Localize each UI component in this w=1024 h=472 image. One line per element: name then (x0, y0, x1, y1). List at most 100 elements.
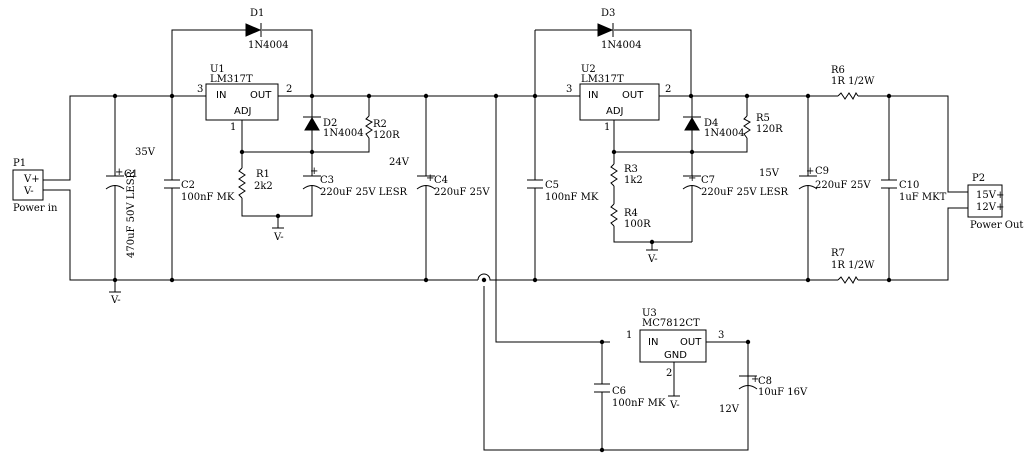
u2-pin-adj: 1 (604, 122, 610, 133)
junction (309, 93, 315, 99)
junction (275, 213, 281, 219)
ground-symbol-3: V- (646, 249, 658, 265)
regulator-u1: U1 LM317T IN OUT ADJ 3 2 1 (197, 64, 292, 133)
c4-plus: + (426, 173, 434, 184)
ground-symbol-4: V- (668, 395, 680, 411)
junctions (112, 93, 892, 453)
p2-ref: P2 (972, 173, 985, 184)
ground-label: V- (647, 254, 658, 265)
capacitor-c8: + C8 10uF 16V (738, 374, 808, 398)
r2-ref: R2 (373, 119, 387, 130)
junction (744, 93, 750, 99)
connector-p2: P2 15V+ 12V+ Power Out (967, 173, 1023, 231)
c7-value: 220uF 25V LESR (701, 187, 789, 198)
d3-value: 1N4004 (601, 40, 642, 51)
u1-adj-label: ADJ (234, 106, 252, 117)
diode-d2: D2 1N4004 (303, 116, 364, 139)
r3-ref: R3 (624, 164, 638, 175)
p1-pin-vminus: V- (23, 186, 34, 197)
r7-value: 1R 1/2W (831, 260, 875, 271)
r3-value: 1k2 (624, 175, 643, 186)
junction (611, 149, 617, 155)
capacitor-c3: + C3 220uF 25V LESR (302, 166, 408, 198)
c7-plus: + (688, 173, 696, 184)
u3-out-label: OUT (680, 337, 702, 348)
c10-ref: C10 (899, 180, 919, 191)
voltage-15v: 15V (759, 168, 780, 179)
capacitor-c4: + C4 220uF 25V (416, 173, 490, 198)
d3-diode-icon (597, 23, 614, 37)
c3-ref: C3 (320, 175, 334, 186)
d2-value: 1N4004 (323, 128, 364, 139)
junction (366, 93, 372, 99)
r4-value: 100R (624, 219, 651, 230)
diode-d3: D3 1N4004 (597, 8, 642, 51)
junction (169, 277, 175, 283)
c10-value: 1uF MKT (899, 192, 947, 203)
ground-label: V- (110, 295, 121, 306)
r5-resistor-icon (743, 115, 751, 139)
capacitor-c2: C2 100nF MK (164, 179, 235, 203)
u1-pin-in: 3 (197, 84, 203, 95)
d4-ref: D4 (704, 118, 718, 129)
r2-value: 120R (373, 130, 400, 141)
capacitor-c6: C6 100nF MK (594, 383, 666, 409)
r3-resistor-icon (610, 163, 618, 187)
junction (423, 277, 429, 283)
u1-in-label: IN (216, 90, 226, 101)
c9-ref: C9 (815, 166, 829, 177)
p2-pin-12v: 12V+ (976, 202, 1004, 213)
r1-ref: R1 (256, 169, 270, 180)
r6-ref: R6 (831, 65, 845, 76)
c2-value: 100nF MK (181, 192, 235, 203)
u3-gnd-label: GND (664, 350, 687, 361)
capacitor-c9: + C9 220uF 25V (798, 166, 871, 191)
c4-ref: C4 (434, 175, 448, 186)
regulator-u2: U2 LM317T IN OUT ADJ 3 2 1 (566, 64, 671, 133)
voltage-24v: 24V (389, 157, 410, 168)
c1-value: 470uF 50V LESR (126, 170, 137, 258)
resistor-r6: R6 1R 1/2W (831, 65, 875, 100)
ground-symbol-2: V- (272, 227, 284, 243)
ground-label: V- (669, 400, 680, 411)
diode-d1: D1 1N4004 (245, 8, 289, 51)
r7-resistor-icon (837, 276, 859, 284)
junction (112, 93, 118, 99)
c1-ref: C1 (124, 169, 138, 180)
r1-value: 2k2 (254, 181, 273, 192)
d1-ref: D1 (250, 8, 264, 19)
u3-ref: U3 (642, 308, 657, 319)
c9-value: 220uF 25V (815, 180, 871, 191)
diode-d4: D4 1N4004 (683, 116, 745, 139)
c5-value: 100nF MK (545, 192, 599, 203)
c6-ref: C6 (612, 386, 626, 397)
c8-plus: + (751, 374, 759, 385)
d1-value: 1N4004 (248, 40, 289, 51)
r7-ref: R7 (831, 248, 845, 259)
junction (805, 277, 811, 283)
c4-value: 220uF 25V (434, 187, 490, 198)
capacitor-c10: C10 1uF MKT (881, 179, 947, 203)
c3-value: 220uF 25V LESR (320, 187, 408, 198)
ground-symbol-1: V- (109, 291, 121, 306)
r4-resistor-icon (610, 203, 618, 227)
connector-p1: P1 V+ V- Power in (12, 158, 58, 214)
resistor-r4: R4 100R (610, 203, 651, 230)
voltage-35v: 35V (135, 147, 156, 158)
r5-ref: R5 (756, 113, 770, 124)
u2-ref: U2 (581, 64, 596, 75)
d4-value: 1N4004 (704, 128, 745, 139)
c1-plus: + (115, 167, 123, 178)
junction (112, 277, 118, 283)
r2-resistor-icon (365, 115, 373, 139)
junction (481, 277, 487, 283)
c7-ref: C7 (701, 175, 715, 186)
u1-part: LM317T (210, 74, 253, 85)
d4-diode-icon (684, 117, 700, 131)
junction (689, 149, 695, 155)
u2-out-label: OUT (622, 90, 644, 101)
p2-label: Power Out (970, 220, 1023, 231)
p1-ref: P1 (13, 158, 26, 169)
u1-ref: U1 (210, 64, 225, 75)
